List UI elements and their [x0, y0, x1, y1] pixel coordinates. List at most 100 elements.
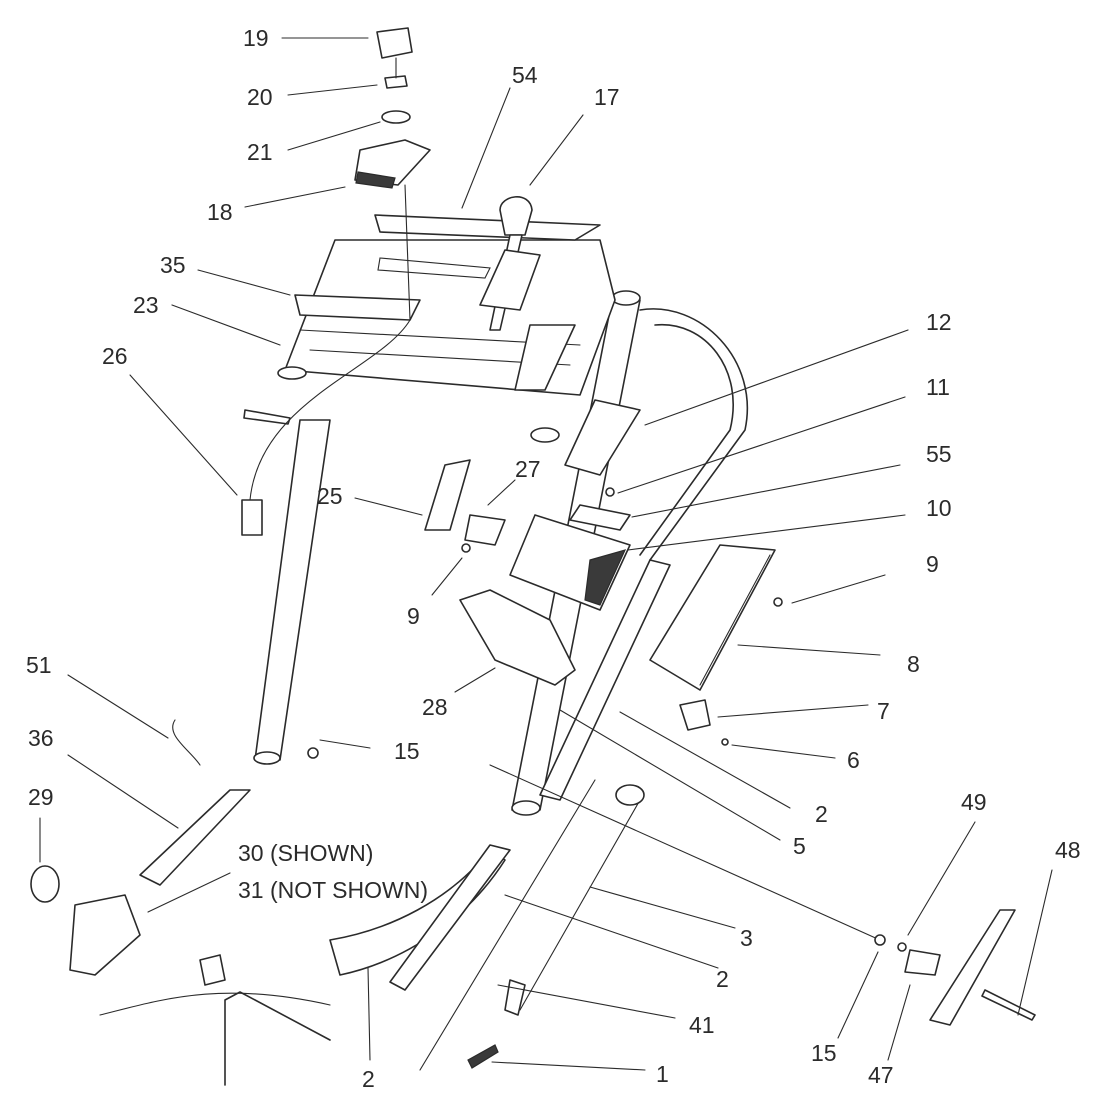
callout-54: 54	[512, 62, 538, 88]
switch-wire	[249, 319, 411, 501]
callout-2a: 2	[815, 801, 828, 827]
arc-cable	[99, 992, 331, 1016]
panel-slot	[514, 324, 576, 391]
clamp-27	[464, 514, 506, 546]
handle-loop-inner	[639, 323, 734, 556]
screw-6	[721, 738, 729, 746]
control-panel	[284, 239, 616, 396]
callout-29: 29	[28, 784, 54, 810]
callout-2b: 2	[716, 966, 729, 992]
key-19	[376, 27, 413, 59]
callout-23: 23	[133, 292, 159, 318]
callout-41: 41	[689, 1012, 715, 1038]
callout-49: 49	[961, 789, 987, 815]
knob-29	[30, 865, 60, 903]
handle-loop	[639, 308, 748, 561]
callout-1: 1	[656, 1061, 669, 1087]
callout-30: 30 (SHOWN)	[238, 840, 374, 866]
callout-27: 27	[515, 456, 541, 482]
callout-2c: 2	[362, 1066, 375, 1092]
callout-48: 48	[1055, 837, 1081, 863]
handle-2-tube	[389, 844, 511, 991]
right-tube-end	[511, 800, 541, 816]
key-housing-18	[354, 139, 431, 186]
callout-10: 10	[926, 495, 952, 521]
callout-15b: 15	[811, 1040, 837, 1066]
callout-11: 11	[926, 374, 950, 400]
pivot-7	[679, 699, 711, 731]
callout-17: 17	[594, 84, 620, 110]
key-wire	[404, 184, 411, 321]
grip-right	[929, 909, 1016, 1026]
panel-cover-54	[374, 214, 601, 241]
callout-55: 55	[926, 441, 952, 467]
screw-9b	[773, 597, 783, 607]
leader-lines	[39, 37, 1053, 1071]
callout-25: 25	[317, 483, 343, 509]
bracket-25	[424, 459, 471, 531]
callout-5: 5	[793, 833, 806, 859]
callout-6: 6	[847, 747, 860, 773]
callout-3: 3	[740, 925, 753, 951]
cable-rod	[419, 779, 596, 1071]
cable-fitting	[615, 784, 645, 806]
left-handle-tube	[254, 419, 331, 761]
tray-28	[459, 589, 576, 686]
callout-15a: 15	[394, 738, 420, 764]
battery-terminals	[584, 549, 627, 606]
washer-21	[381, 110, 411, 124]
screw-9a	[461, 543, 471, 553]
right-tube-top	[611, 290, 641, 306]
frame-bar	[224, 991, 331, 1086]
callout-51: 51	[26, 652, 52, 678]
callout-9b: 9	[926, 551, 939, 577]
panel-opening	[377, 257, 491, 279]
adjuster-41	[504, 979, 526, 1016]
left-tube-end	[253, 751, 281, 765]
callout-9a: 9	[407, 603, 420, 629]
callout-8: 8	[907, 651, 920, 677]
panel-hinge-left	[277, 366, 307, 380]
nut-15a	[307, 747, 319, 759]
shift-knob	[499, 196, 533, 236]
callout-35: 35	[160, 252, 186, 278]
bracket-lower	[199, 954, 226, 986]
cable-3	[519, 799, 641, 1011]
callout-19: 19	[243, 25, 269, 51]
callout-12: 12	[926, 309, 952, 335]
spring-1	[467, 1044, 499, 1069]
lever-30	[69, 894, 141, 976]
guide-line	[489, 764, 881, 941]
nut-15b	[874, 934, 886, 946]
carriage-bolt	[243, 409, 291, 425]
callout-28: 28	[422, 694, 448, 720]
callout-21: 21	[247, 139, 273, 165]
nut-20	[384, 75, 408, 89]
callout-18: 18	[207, 199, 233, 225]
control-rod	[699, 554, 771, 686]
grip-36	[139, 789, 251, 886]
callout-36: 36	[28, 725, 54, 751]
chute-control-8	[649, 544, 776, 691]
callout-47: 47	[868, 1062, 894, 1088]
callout-7: 7	[877, 698, 890, 724]
housing-grip	[355, 171, 396, 189]
lower-right-tube	[539, 559, 671, 801]
clip-51	[172, 719, 201, 766]
callout-31: 31 (NOT SHOWN)	[238, 877, 428, 903]
callout-20: 20	[247, 84, 273, 110]
screw-11	[605, 487, 615, 497]
block-47	[904, 949, 941, 976]
switch-26	[241, 499, 263, 536]
washer-49	[897, 942, 907, 952]
bracket-12	[564, 399, 641, 476]
decal-55	[569, 504, 631, 531]
panel-decal-35	[294, 294, 421, 321]
bolt-48	[981, 989, 1036, 1021]
panel-hinge-right	[530, 427, 560, 443]
shift-gate	[479, 249, 541, 311]
handle-2	[329, 849, 506, 976]
callout-26: 26	[102, 343, 128, 369]
